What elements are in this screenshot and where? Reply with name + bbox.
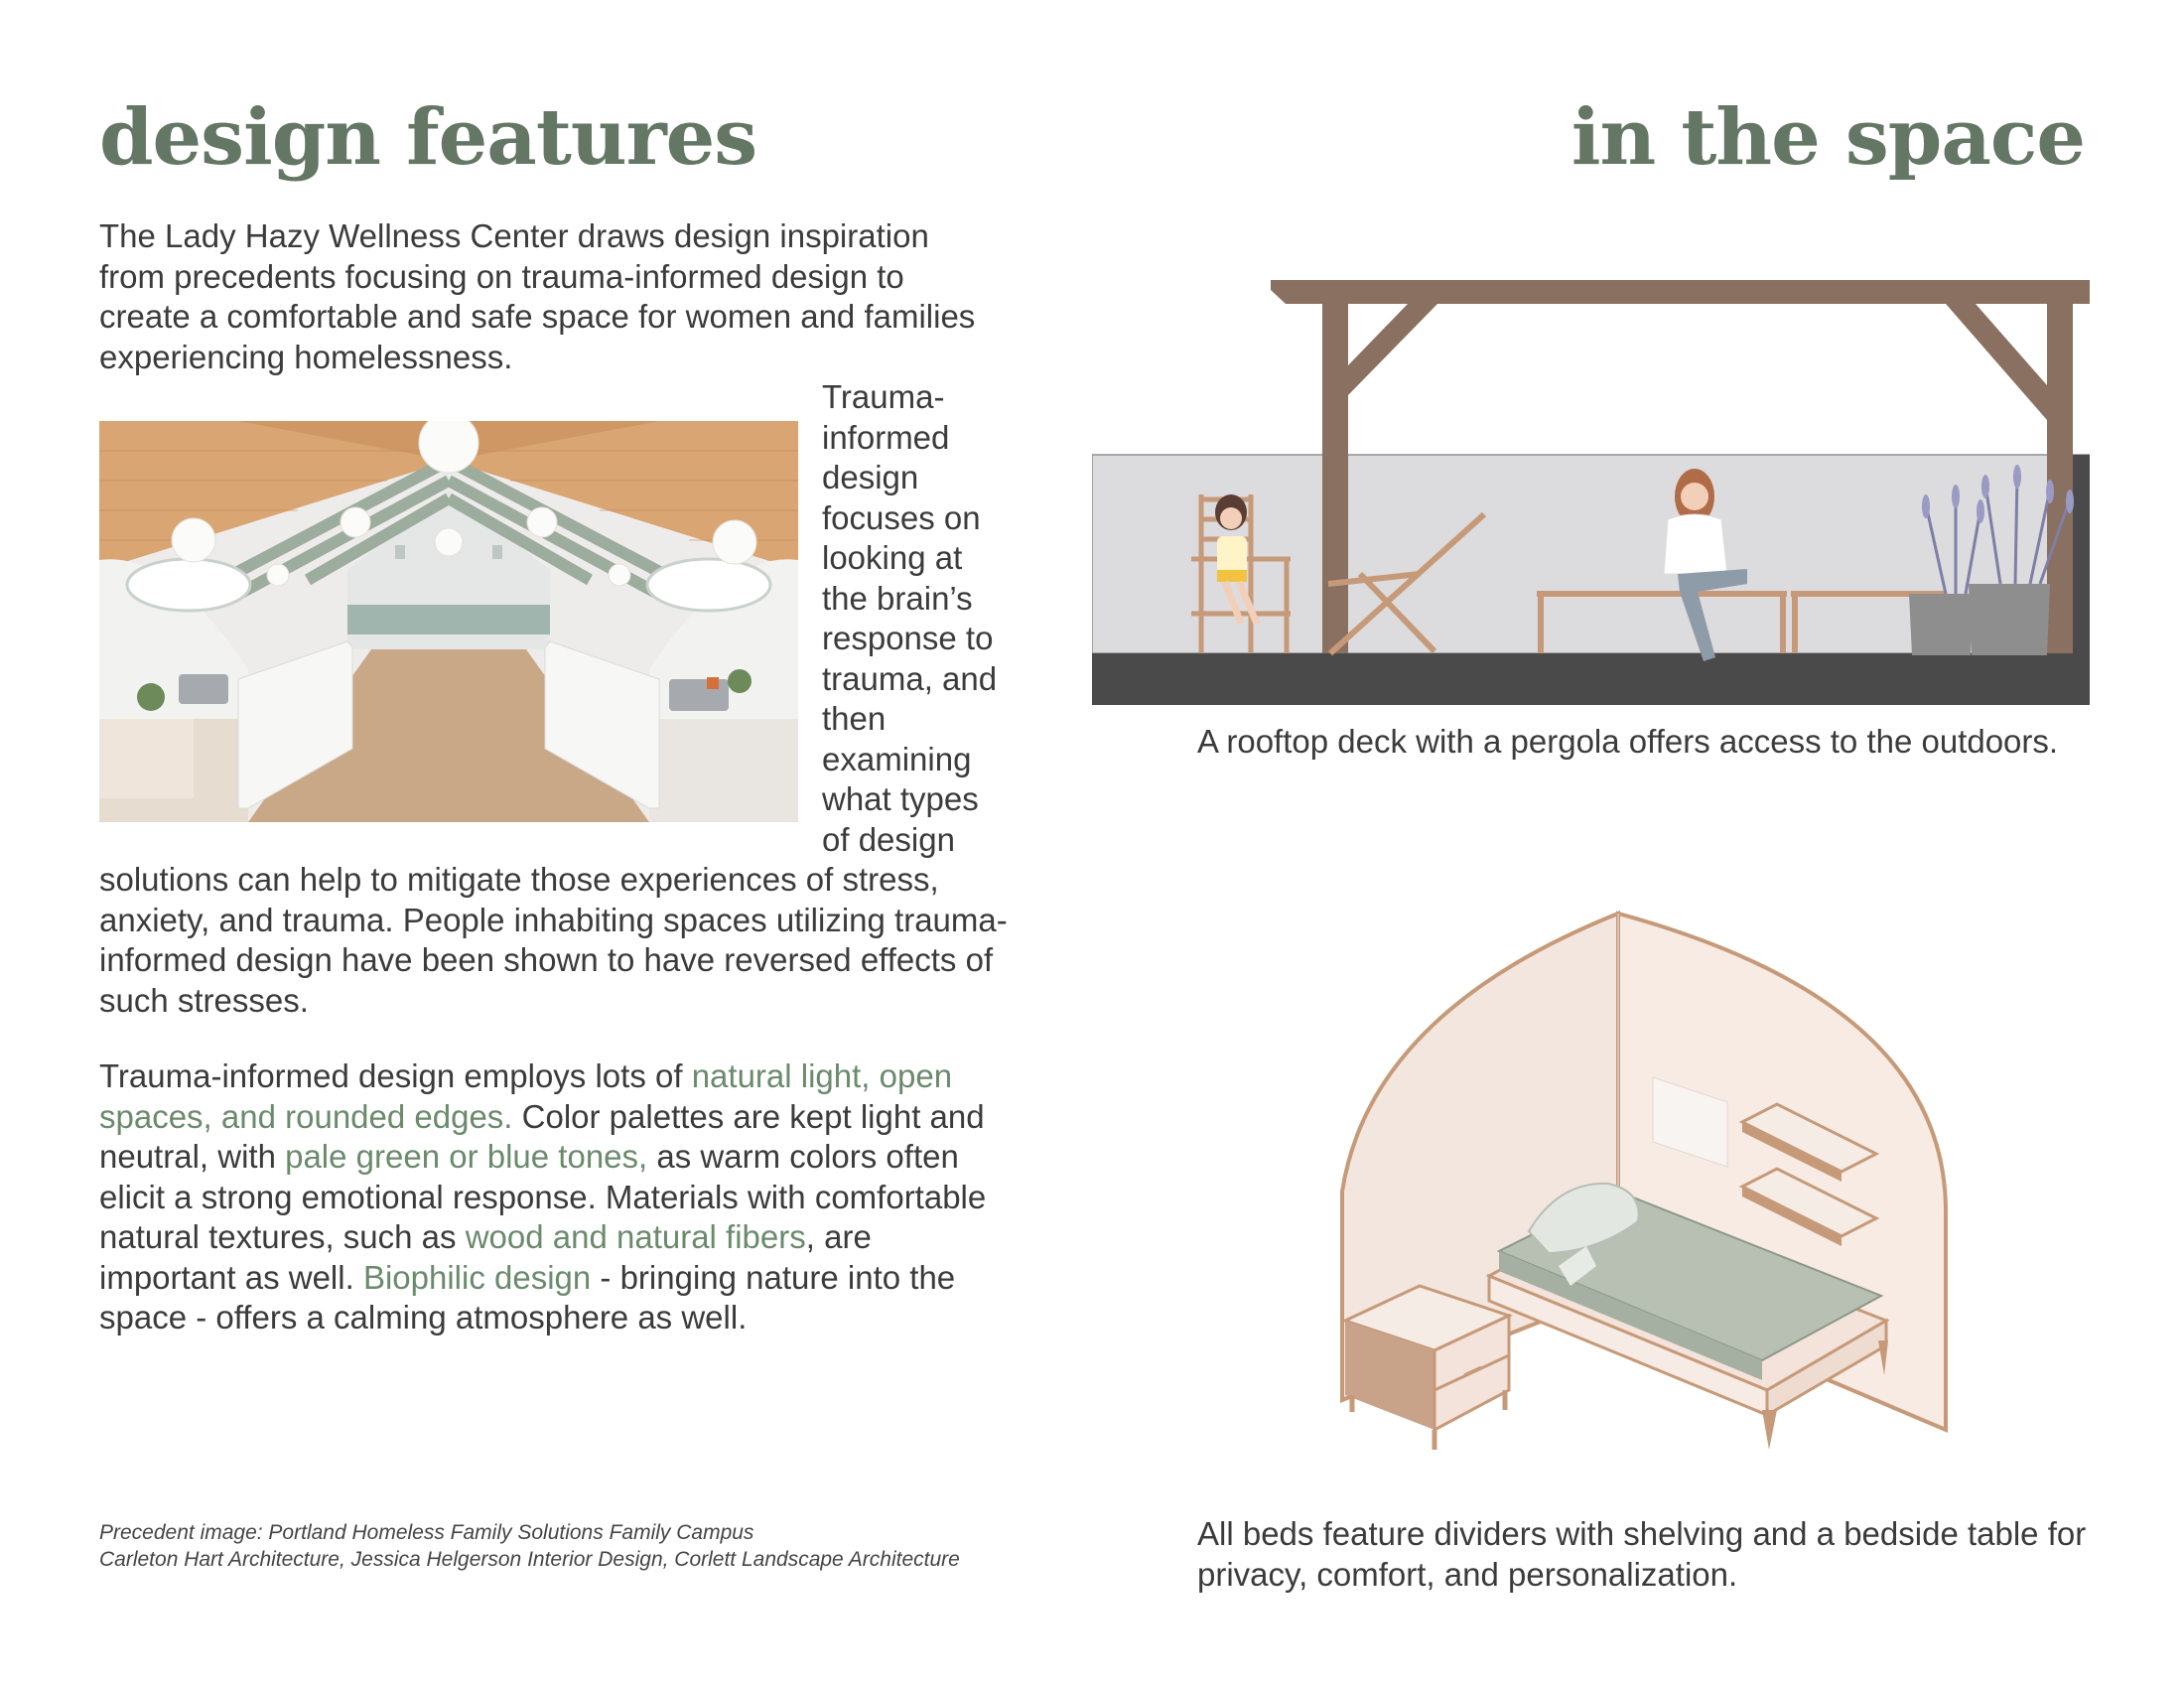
precedent-interior-photo [99,421,798,822]
paragraph-design-principles: Trauma-informed design employs lots of n… [99,1056,1013,1338]
bed-pod-illustration [1340,911,1948,1450]
text-segment: - bringing nature into the space - offer… [99,1258,956,1336]
credit-line-2: Carleton Hart Architecture, Jessica Helg… [99,1548,960,1571]
page-title-right: in the space [1570,92,2086,183]
intro-paragraph: The Lady Hazy Wellness Center draws desi… [99,217,976,375]
credit-line-1: Precedent image: Portland Homeless Famil… [99,1521,754,1544]
highlight-text: wood and natural fibers [465,1218,806,1255]
page-title-left: design features [99,92,757,183]
image-credit: Precedent image: Portland Homeless Famil… [99,1519,973,1573]
highlight-text: pale green or blue tones, [285,1138,648,1175]
caption-beds: All beds feature dividers with shelving … [1197,1515,2087,1593]
highlight-text: Biophilic design [362,1258,592,1296]
paragraph-trauma-informed: Trauma-informed design focuses on lookin… [99,378,1008,1019]
text-segment: Trauma-informed design employs lots of [99,1057,692,1094]
text-segment: , are important as well. [99,1218,872,1296]
text-segment: Color palettes are kept light and neutra… [99,1097,985,1176]
text-segment: as warm colors often elicit a strong emo… [99,1138,987,1255]
highlight-text: natural light, open spaces, and rounded … [99,1057,953,1135]
article-block: Trauma-informed design focuses on lookin… [99,377,1013,1021]
pergola-illustration [1092,280,2090,705]
caption-rooftop: A rooftop deck with a pergola offers acc… [1197,723,2059,760]
